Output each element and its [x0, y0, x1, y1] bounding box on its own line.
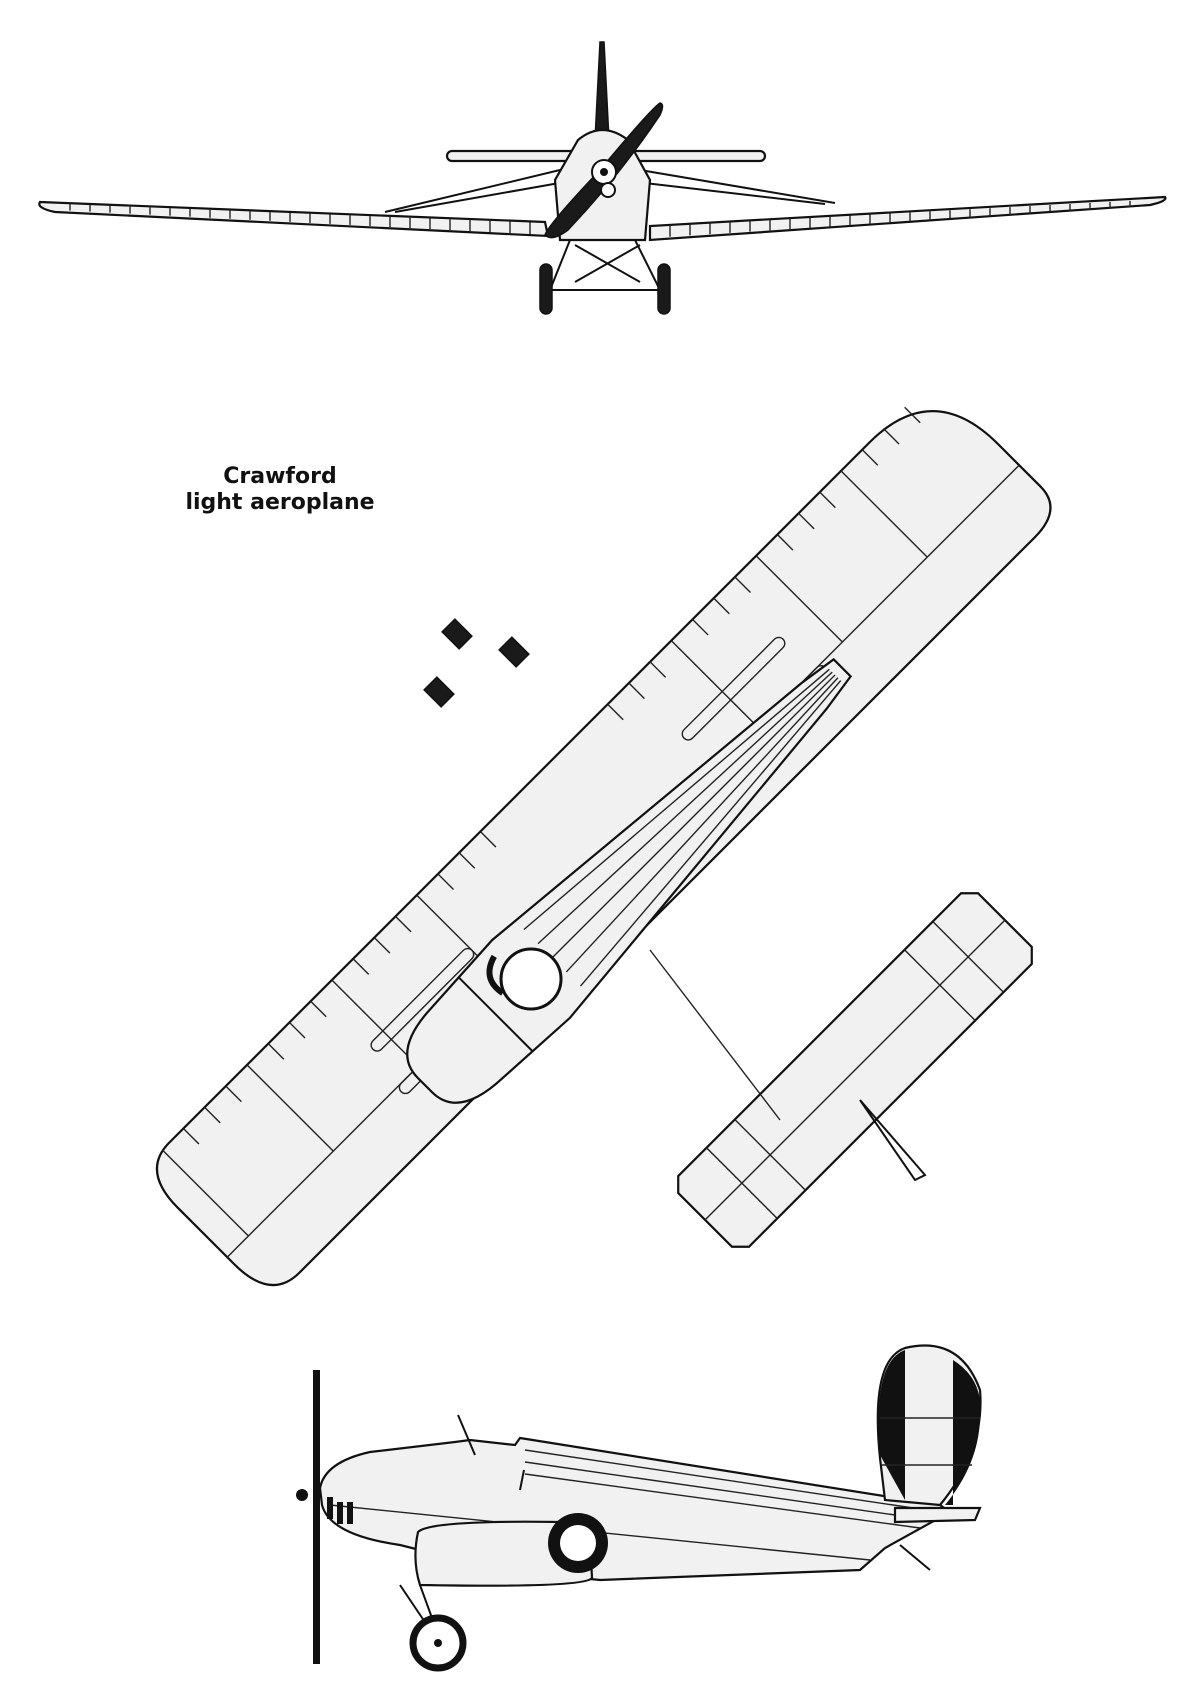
plan-view-wing-ribs [161, 406, 928, 1237]
plan-view-cockpit [499, 947, 563, 1011]
rib-line [479, 831, 497, 848]
rib-line [204, 1106, 221, 1124]
rib-line [734, 576, 751, 594]
side-view-wing-root [414, 1520, 594, 1587]
front-view-wing-ribs [69, 200, 1131, 237]
side-view-tailplane [893, 1506, 982, 1524]
rib-line [246, 1064, 334, 1152]
front-view [38, 41, 1167, 315]
front-view-right-wing [648, 195, 1167, 242]
rib-line [904, 406, 921, 424]
front-view-fin [594, 41, 610, 141]
rib-line [819, 491, 836, 509]
rib-line [670, 640, 759, 728]
plan-view-wing [155, 410, 1052, 1287]
side-view-propeller [313, 1370, 320, 1664]
side-view [296, 1344, 982, 1672]
rib-line [458, 852, 476, 869]
rib-line [395, 915, 412, 933]
rib-line [373, 937, 391, 954]
rib-line [267, 1043, 285, 1060]
rib-line [607, 703, 624, 721]
rib-line [798, 512, 815, 530]
plan-view [155, 406, 1052, 1287]
rib-line [755, 555, 843, 643]
rib-line [840, 470, 928, 558]
rib-line [225, 1085, 242, 1103]
rib-line [331, 979, 419, 1067]
rib-line [352, 958, 370, 975]
rib-line [649, 661, 667, 678]
rib-line [310, 1000, 327, 1018]
drawing-title: Crawford light aeroplane [180, 464, 380, 516]
rib-line [437, 873, 455, 890]
rib-line [161, 1149, 249, 1237]
front-view-left-wheel [539, 263, 553, 315]
title-line-2: light aeroplane [185, 490, 375, 515]
rib-line [882, 427, 900, 445]
rib-line [692, 618, 709, 636]
rib-line [288, 1021, 306, 1039]
rib-line [861, 449, 879, 466]
rib-line [713, 597, 730, 615]
rib-line [628, 682, 645, 700]
plan-view-rudder [859, 1099, 927, 1182]
side-view-engine [296, 1489, 353, 1524]
front-view-right-wheel [657, 263, 671, 315]
front-view-left-wing [38, 200, 550, 238]
front-view-undercarriage [549, 239, 661, 291]
rib-line [776, 534, 794, 551]
rib-line [182, 1128, 200, 1145]
title-line-1: Crawford [223, 464, 337, 489]
plan-view-engine-cylinder [441, 618, 473, 650]
